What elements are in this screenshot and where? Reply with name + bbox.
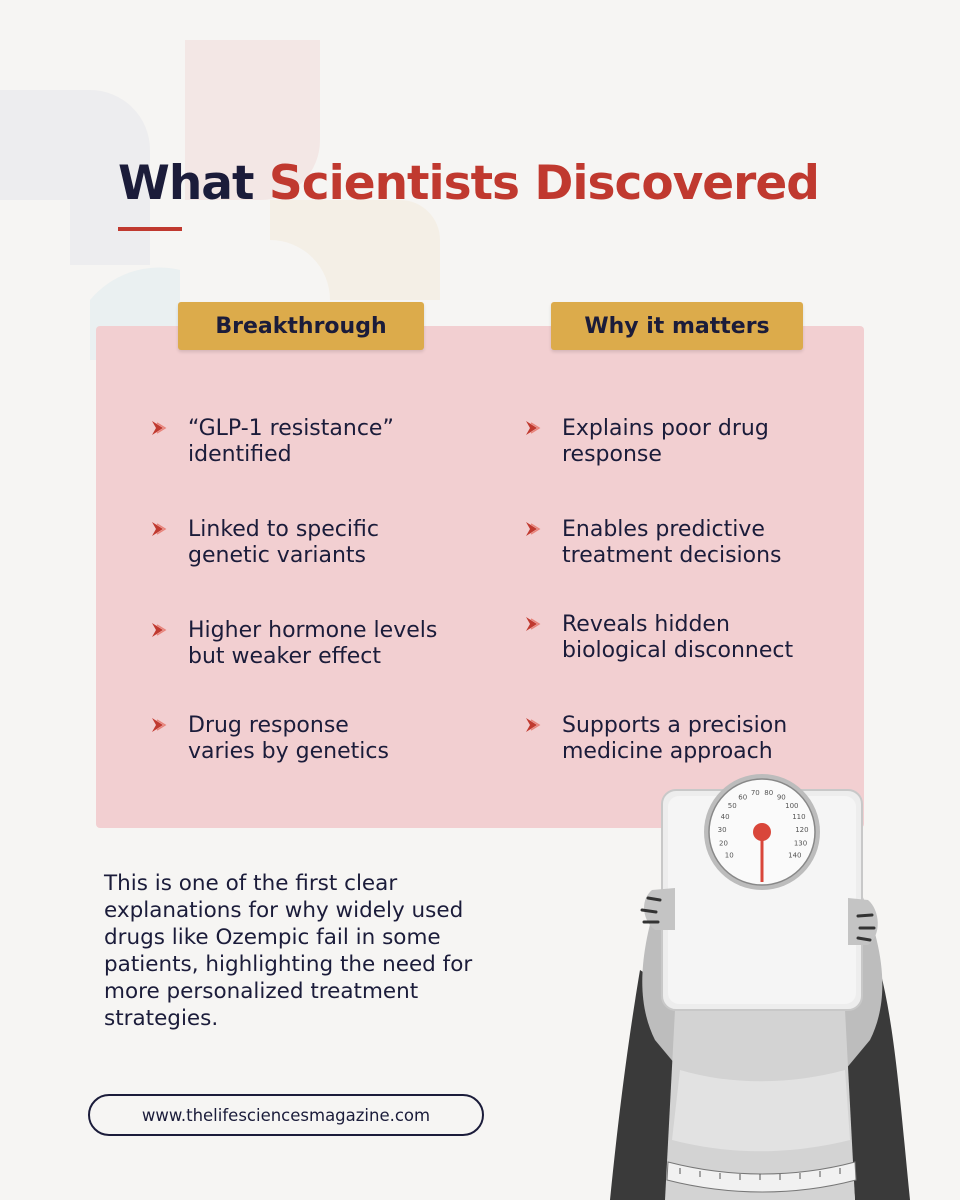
dial-tick-label: 140	[788, 851, 801, 859]
chevron-right-icon	[152, 623, 167, 637]
dial-tick-label: 30	[718, 826, 727, 834]
dial-tick-label: 120	[795, 826, 808, 834]
paragraph-line: This is one of the first clear	[104, 871, 398, 896]
chevron-right-icon	[526, 617, 541, 631]
chevron-right-icon	[152, 421, 167, 435]
item-text: “GLP-1 resistance”identified	[188, 416, 394, 467]
dial-tick-label: 80	[764, 789, 773, 797]
website-link[interactable]: www.thelifesciencesmagazine.com	[88, 1094, 484, 1136]
paragraph-line: strategies.	[104, 1006, 219, 1031]
paragraph-line: patients, highlighting the need for	[104, 952, 473, 977]
chevron-right-icon	[152, 522, 167, 536]
chevron-right-icon	[526, 522, 541, 536]
dial-tick-label: 90	[777, 794, 786, 802]
dial-tick-label: 10	[725, 851, 734, 859]
paragraph-line: drugs like Ozempic fail in some	[104, 925, 441, 950]
dial-tick-label: 40	[721, 813, 730, 821]
dial-tick-label: 60	[738, 794, 747, 802]
title-part-dark: What	[118, 156, 254, 211]
dial-tick-label: 50	[728, 802, 737, 810]
chevron-right-icon	[526, 421, 541, 435]
dial-tick-label: 110	[792, 813, 805, 821]
title-part-red: Scientists Discovered	[268, 156, 820, 211]
chevron-right-icon	[152, 718, 167, 732]
breakthrough-header: Breakthrough	[178, 302, 424, 350]
dial-tick-label: 20	[719, 839, 728, 847]
title-underline	[118, 227, 182, 231]
dial-tick-label: 100	[785, 802, 798, 810]
summary-paragraph: This is one of the first clear explanati…	[104, 870, 544, 1032]
comparison-panel	[96, 326, 864, 828]
chevron-right-icon	[526, 718, 541, 732]
dial-tick-label: 70	[751, 789, 760, 797]
website-url-text: www.thelifesciencesmagazine.com	[141, 1105, 431, 1125]
page-title: What Scientists Discovered	[118, 156, 820, 211]
paragraph-line: explanations for why widely used	[104, 898, 464, 923]
dial-tick-label: 130	[794, 839, 807, 847]
breakthrough-item: “GLP-1 resistance”identified	[150, 416, 480, 468]
why-it-matters-header: Why it matters	[551, 302, 803, 350]
paragraph-line: more personalized treatment	[104, 979, 419, 1004]
